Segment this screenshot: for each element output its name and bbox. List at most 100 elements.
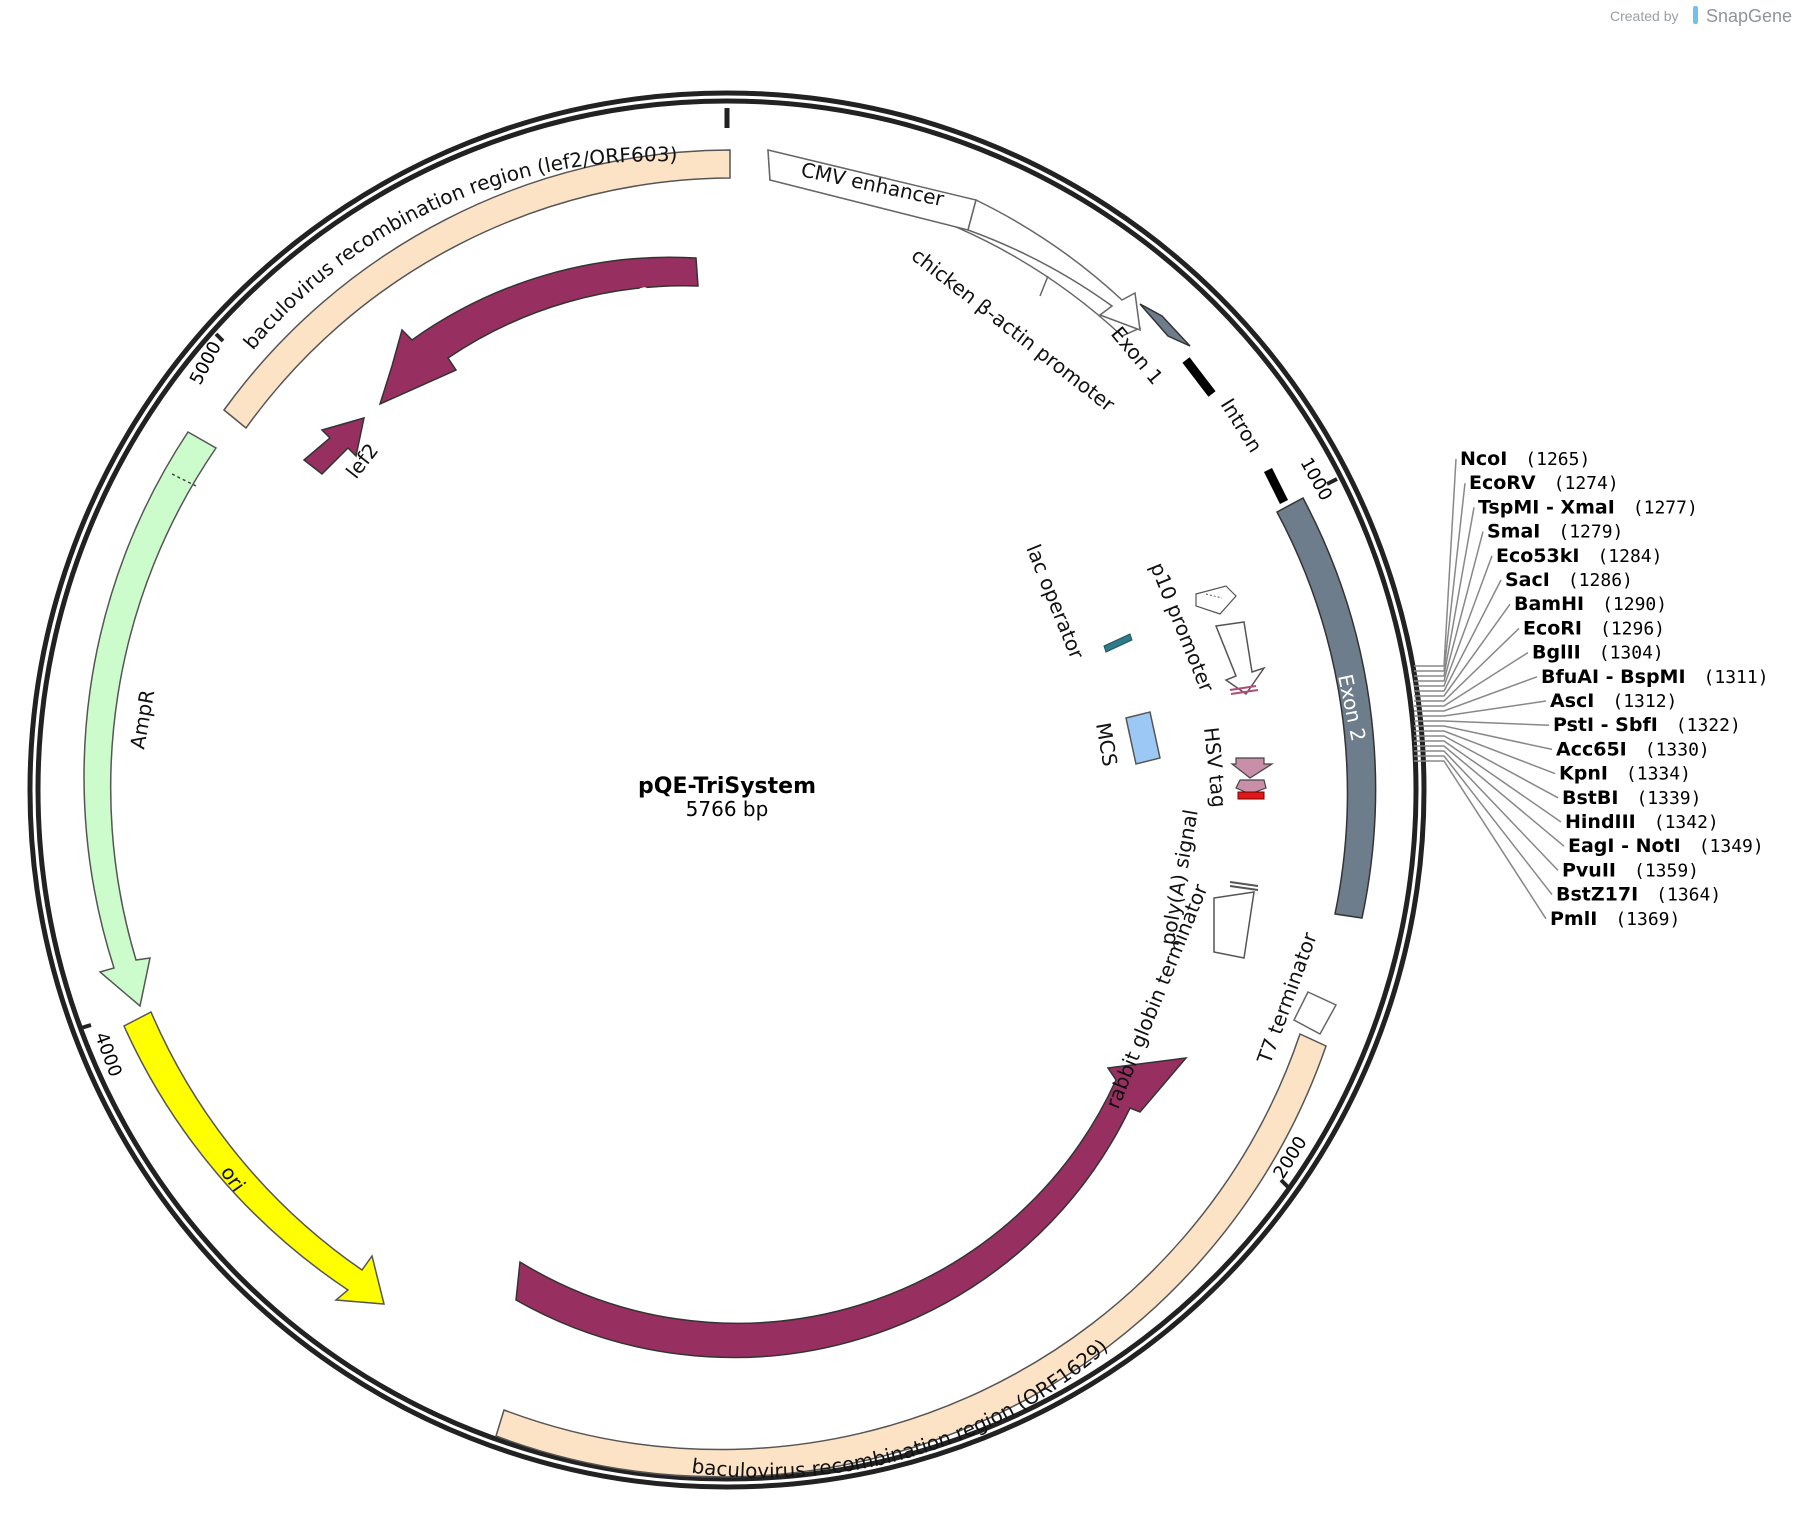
restriction-site[interactable]: HindIII (1342)	[1565, 811, 1719, 833]
site-name[interactable]: Acc65I	[1556, 738, 1627, 760]
site-name[interactable]: SmaI	[1487, 521, 1540, 543]
mcs-block[interactable]	[1125, 711, 1161, 765]
restriction-site[interactable]: BfuAI - BspMI (1311)	[1541, 666, 1769, 688]
restriction-site[interactable]: KpnI (1334)	[1559, 763, 1691, 785]
hsv-tag-marker	[1237, 791, 1265, 800]
site-position: (1311)	[1704, 667, 1769, 688]
restriction-site[interactable]: EagI - NotI (1349)	[1568, 835, 1764, 857]
site-position: (1322)	[1676, 715, 1741, 736]
site-name[interactable]: BstZ17I	[1556, 884, 1638, 906]
t7-terminator-block[interactable]	[1293, 991, 1338, 1036]
site-position: (1286)	[1568, 570, 1633, 591]
restriction-site[interactable]: BstZ17I (1364)	[1556, 884, 1721, 906]
site-name[interactable]: NcoI	[1460, 448, 1507, 470]
site-position: (1334)	[1626, 764, 1691, 785]
restriction-site[interactable]: PvuII(1359)	[1562, 859, 1699, 881]
site-name[interactable]: Eco53kI	[1496, 545, 1579, 567]
site-name[interactable]: EcoRV	[1469, 472, 1536, 494]
site-leader-line	[1414, 676, 1538, 712]
restriction-site[interactable]: EcoRV (1274)	[1469, 472, 1619, 494]
site-position: (1279)	[1558, 522, 1623, 543]
restriction-site[interactable]: PstI - SbfI (1322)	[1553, 714, 1741, 736]
p10-promoter-hatch	[1205, 593, 1223, 599]
site-name[interactable]: BfuAI - BspMI	[1541, 666, 1686, 688]
site-name[interactable]: KpnI	[1559, 763, 1608, 785]
ampr-arrow[interactable]	[83, 431, 218, 1008]
site-position: (1312)	[1612, 691, 1677, 712]
restriction-site[interactable]: SacI (1286)	[1505, 569, 1633, 591]
site-name[interactable]: PmlI	[1550, 908, 1597, 930]
site-name[interactable]: BstBI	[1562, 787, 1618, 809]
lef2-arrow[interactable]	[302, 416, 365, 475]
site-name[interactable]: AscI	[1550, 690, 1594, 712]
site-position: (1349)	[1699, 836, 1764, 857]
site-position: (1342)	[1654, 812, 1719, 833]
site-leader-line	[1414, 507, 1475, 677]
restriction-site[interactable]: NcoI(1265)	[1460, 448, 1590, 470]
site-name[interactable]: EagI - NotI	[1568, 835, 1681, 857]
plasmid-size: 5766 bp	[686, 797, 769, 821]
backbone	[27, 90, 1427, 1490]
site-position: (1330)	[1645, 739, 1710, 760]
restriction-site[interactable]: TspMI - XmaI(1277)	[1478, 496, 1698, 518]
orf603-arrow[interactable]	[378, 256, 699, 406]
intron-segment-2[interactable]	[1263, 467, 1289, 505]
rabbit-globin-terminator-block[interactable]	[1213, 891, 1255, 959]
ampr-label: AmpR	[125, 688, 159, 751]
plasmid-name: pQE-TriSystem	[638, 774, 816, 799]
snapgene-logo-icon	[1693, 6, 1698, 24]
restriction-site[interactable]: BamHI(1290)	[1514, 593, 1667, 615]
restriction-site[interactable]: Acc65I (1330)	[1556, 738, 1710, 760]
site-name[interactable]: PvuII	[1562, 859, 1616, 881]
tick-mark	[1279, 1178, 1291, 1190]
chicken-beta-actin-promoter-arrow[interactable]	[967, 198, 1141, 332]
site-position: (1284)	[1597, 546, 1662, 567]
promoter-leader-line	[1039, 275, 1049, 297]
site-name[interactable]: TspMI - XmaI	[1478, 496, 1615, 518]
site-position: (1364)	[1656, 885, 1721, 906]
site-leader-line	[1414, 755, 1553, 896]
site-leader-line	[1414, 740, 1562, 823]
exon-1-block[interactable]	[1139, 303, 1191, 347]
site-name[interactable]: EcoRI	[1523, 617, 1582, 639]
site-position: (1274)	[1554, 473, 1619, 494]
baculovirus-region-orf1629-block[interactable]	[495, 1032, 1327, 1478]
site-name[interactable]: BamHI	[1514, 593, 1584, 615]
site-leader-line	[1414, 555, 1493, 687]
p10-promoter-arrow[interactable]	[1214, 621, 1266, 696]
p10-promoter-small-arrow[interactable]	[1195, 585, 1237, 615]
restriction-site[interactable]: BstBI(1339)	[1562, 787, 1701, 809]
chicken-beta-actin-promoter-label: chicken β-actin promoter	[907, 243, 1120, 417]
baculovirus-region-lef2-orf603-block[interactable]	[222, 149, 731, 430]
site-position: (1369)	[1615, 909, 1680, 930]
ori-arrow[interactable]	[123, 1010, 385, 1305]
lac-operator-block[interactable]	[1103, 633, 1133, 653]
intron-segment-1[interactable]	[1182, 357, 1216, 397]
restriction-site[interactable]: AscI (1312)	[1550, 690, 1677, 712]
site-name[interactable]: HindIII	[1565, 811, 1636, 833]
site-leader-line	[1414, 725, 1553, 751]
restriction-site[interactable]: Eco53kI (1284)	[1496, 545, 1662, 567]
tick-label: 4000	[90, 1030, 125, 1080]
site-name[interactable]: SacI	[1505, 569, 1550, 591]
hsv-tag-arrow[interactable]	[1230, 757, 1275, 779]
restriction-site[interactable]: PmlI (1369)	[1550, 908, 1680, 930]
site-leader-line	[1414, 651, 1529, 707]
restriction-site[interactable]: SmaI (1279)	[1487, 521, 1623, 543]
lac-operator-label: lac operator	[1021, 541, 1089, 663]
site-leader-line	[1414, 750, 1559, 871]
snapgene-credit: Created by SnapGene	[1610, 6, 1792, 26]
site-name[interactable]: BglII	[1532, 642, 1581, 664]
site-leader-line	[1414, 579, 1502, 692]
orf1629-arrow[interactable]	[515, 1057, 1188, 1359]
restriction-site[interactable]: EcoRI(1296)	[1523, 617, 1665, 639]
hsv-tag-small-arrow[interactable]	[1235, 779, 1267, 795]
polya-signal-marks[interactable]	[1229, 881, 1259, 891]
site-leader-line	[1414, 531, 1484, 682]
site-name[interactable]: PstI - SbfI	[1553, 714, 1658, 736]
exon-2-block[interactable]	[1275, 496, 1377, 919]
p10-promoter-label: p10 promoter	[1145, 559, 1219, 696]
restriction-site[interactable]: BglII(1304)	[1532, 642, 1664, 664]
backbone-outer-strand	[27, 90, 1427, 1490]
site-leader-line	[1414, 720, 1550, 726]
